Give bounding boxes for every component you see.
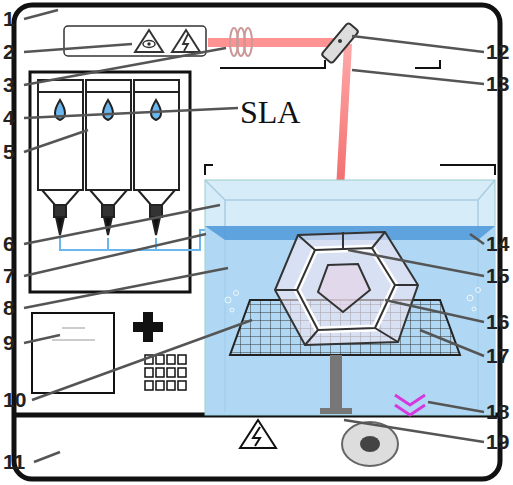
callout-number: 9 — [3, 332, 15, 353]
callout-number: 17 — [486, 345, 509, 366]
callout-number: 1 — [3, 8, 15, 29]
callout-number: 3 — [3, 74, 15, 95]
callout-number: 11 — [3, 451, 25, 472]
printer-type-label: SLA — [240, 96, 300, 128]
callout-number: 8 — [3, 297, 15, 318]
callout-number: 4 — [3, 107, 15, 128]
callout-number: 12 — [486, 41, 509, 62]
callout-number: 16 — [486, 311, 509, 332]
callout-number: 7 — [3, 265, 15, 286]
callout-number: 6 — [3, 233, 15, 254]
callout-number: 5 — [3, 141, 15, 162]
callout-number: 15 — [486, 265, 509, 286]
callout-number: 19 — [486, 431, 509, 452]
callout-number: 13 — [486, 73, 509, 94]
callout-number: 14 — [486, 233, 509, 254]
callout-number: 10 — [3, 389, 26, 410]
callout-number: 18 — [486, 401, 509, 422]
callout-number: 2 — [3, 41, 15, 62]
